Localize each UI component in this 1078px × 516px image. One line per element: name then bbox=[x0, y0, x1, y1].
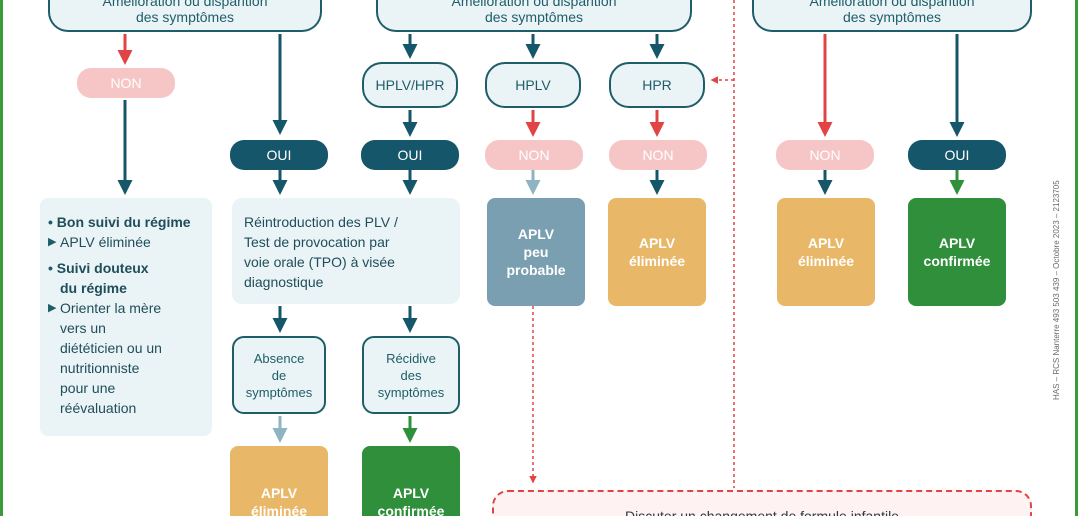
result-confirmee-col3: APLV confirmée bbox=[908, 198, 1006, 306]
question-2-text: Amélioration ou disparition des symptôme… bbox=[451, 0, 617, 25]
bullet-icon: • bbox=[48, 260, 53, 276]
side-credit-text: HAS – RCS Nanterre 493 503 439 – Octobre… bbox=[1052, 180, 1061, 400]
info-item1-sub: APLV éliminée bbox=[60, 234, 151, 250]
test-hplv: HPLV bbox=[485, 62, 581, 108]
question-box-2: Amélioration ou disparition des symptôme… bbox=[376, 0, 692, 32]
test-hpr: HPR bbox=[609, 62, 705, 108]
info-panel: • Bon suivi du régime ▶APLV éliminée • S… bbox=[40, 198, 212, 436]
info-item2-sub-0: Orienter la mère bbox=[60, 300, 162, 316]
info-item2-sub-5: réévaluation bbox=[60, 400, 137, 416]
result-eliminee-tpo: APLV éliminée bbox=[230, 446, 328, 516]
info-item2-title-a: Suivi douteux bbox=[56, 260, 149, 276]
absence-symptomes-box: Absence de symptômes bbox=[232, 336, 326, 414]
info-item2-sub-3: nutritionniste bbox=[60, 360, 140, 376]
non-pill-2: NON bbox=[485, 140, 583, 170]
frame-left-border bbox=[0, 0, 3, 516]
info-item2-title-b: du régime bbox=[60, 280, 127, 296]
changement-formule-text: Discuter un changement de formule infant… bbox=[625, 508, 899, 516]
question-1-text: Amélioration ou disparition des symptôme… bbox=[102, 0, 268, 25]
info-item2-sub-2: diététicien ou un bbox=[60, 340, 162, 356]
result-eliminee-col3: APLV éliminée bbox=[777, 198, 875, 306]
non-pill-3: NON bbox=[609, 140, 707, 170]
info-item2-sub-4: pour une bbox=[60, 380, 116, 396]
non-pill-1: NON bbox=[77, 68, 175, 98]
oui-pill-2: OUI bbox=[361, 140, 459, 170]
tpo-line-1: Test de provocation par bbox=[244, 234, 390, 250]
info-item2-sub-1: vers un bbox=[60, 320, 106, 336]
question-box-3: Amélioration ou disparition des symptôme… bbox=[752, 0, 1032, 32]
oui-pill-1: OUI bbox=[230, 140, 328, 170]
bullet-icon: • bbox=[48, 214, 53, 230]
question-box-1: Amélioration ou disparition des symptôme… bbox=[48, 0, 322, 32]
test-hplv-hpr: HPLV/HPR bbox=[362, 62, 458, 108]
tpo-line-2: voie orale (TPO) à visée bbox=[244, 254, 395, 270]
frame-right-border bbox=[1075, 0, 1078, 516]
result-peu-probable: APLV peu probable bbox=[487, 198, 585, 306]
result-confirmee-tpo: APLV confirmée bbox=[362, 446, 460, 516]
triangle-right-icon: ▶ bbox=[48, 302, 57, 314]
result-eliminee-hpr: APLV éliminée bbox=[608, 198, 706, 306]
changement-formule-box: Discuter un changement de formule infant… bbox=[492, 490, 1032, 516]
tpo-line-0: Réintroduction des PLV / bbox=[244, 214, 398, 230]
question-3-text: Amélioration ou disparition des symptôme… bbox=[809, 0, 975, 25]
tpo-box: Réintroduction des PLV / Test de provoca… bbox=[232, 198, 460, 304]
info-item1-title: Bon suivi du régime bbox=[56, 214, 191, 230]
triangle-right-icon: ▶ bbox=[48, 236, 57, 248]
non-pill-4: NON bbox=[776, 140, 874, 170]
oui-pill-3: OUI bbox=[908, 140, 1006, 170]
recidive-symptomes-box: Récidive des symptômes bbox=[362, 336, 460, 414]
tpo-line-3: diagnostique bbox=[244, 274, 324, 290]
